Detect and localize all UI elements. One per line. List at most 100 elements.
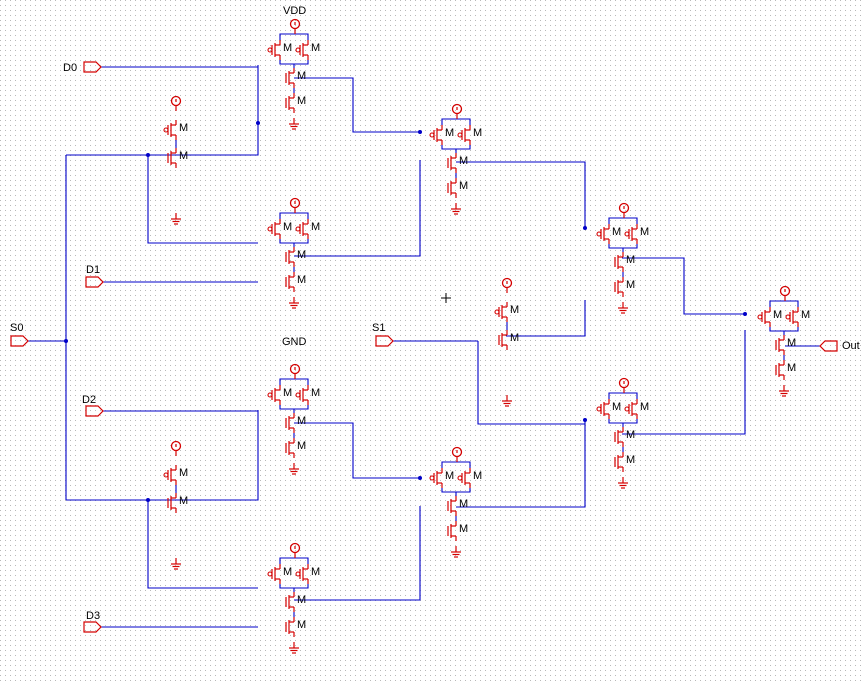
junction-dot: [256, 121, 260, 125]
port-d3-label: D3: [86, 610, 100, 622]
pmos-transistor[interactable]: M: [267, 219, 292, 239]
device-label: M: [179, 122, 188, 134]
ground-icon: [289, 463, 299, 475]
pmos-transistor[interactable]: M: [596, 399, 621, 419]
port-d2-label: D2: [82, 394, 96, 406]
port-layer: D0 D1 D2 D3 S0 S1 Out: [10, 61, 860, 633]
nmos-transistor[interactable]: M: [447, 178, 468, 198]
device-label: M: [510, 304, 519, 316]
device-label: M: [612, 226, 621, 238]
pmos-transistor[interactable]: M: [295, 564, 320, 584]
device-label: M: [297, 440, 306, 452]
vdd-supply-icon: [289, 363, 301, 379]
nmos-transistor[interactable]: M: [614, 452, 635, 472]
nmos-transistor[interactable]: M: [614, 252, 635, 272]
vdd-label: VDD: [283, 5, 306, 17]
nmos-transistor[interactable]: M: [447, 153, 468, 173]
inverter-cell[interactable]: MM: [163, 95, 188, 225]
wire: [769, 300, 799, 307]
junction-dot: [743, 312, 747, 316]
pmos-transistor[interactable]: M: [457, 125, 482, 145]
nmos-transistor[interactable]: M: [167, 493, 188, 513]
device-label: M: [787, 337, 796, 349]
inverter-cell[interactable]: MM: [494, 277, 519, 407]
port-d1[interactable]: D1: [85, 264, 104, 288]
pmos-transistor[interactable]: M: [267, 564, 292, 584]
ground-icon: [171, 558, 181, 570]
gnd-label: GND: [282, 336, 307, 348]
pmos-transistor[interactable]: M: [295, 40, 320, 60]
nmos-transistor[interactable]: M: [285, 93, 306, 113]
nmos-transistor[interactable]: M: [614, 277, 635, 297]
nmos-transistor[interactable]: M: [285, 592, 306, 612]
nmos-transistor[interactable]: M: [614, 427, 635, 447]
pmos-transistor[interactable]: M: [295, 385, 320, 405]
nmos-transistor[interactable]: M: [775, 360, 796, 380]
pmos-transistor[interactable]: M: [785, 307, 810, 327]
nmos-transistor[interactable]: M: [447, 521, 468, 541]
nmos-transistor[interactable]: M: [167, 148, 188, 168]
nmos-transistor[interactable]: M: [775, 335, 796, 355]
pmos-transistor[interactable]: M: [596, 224, 621, 244]
device-label: M: [626, 429, 635, 441]
pmos-transistor[interactable]: M: [163, 120, 188, 140]
port-s1[interactable]: S1: [372, 322, 394, 347]
nmos-transistor[interactable]: M: [285, 247, 306, 267]
wire: [622, 330, 746, 435]
pmos-transistor[interactable]: M: [429, 125, 454, 145]
inverter-cell[interactable]: MM: [163, 440, 188, 570]
junction-dot: [418, 476, 422, 480]
pmos-transistor[interactable]: M: [163, 465, 188, 485]
pmos-transistor[interactable]: M: [757, 307, 782, 327]
nmos-transistor[interactable]: M: [285, 413, 306, 433]
nmos-transistor[interactable]: M: [285, 68, 306, 88]
vdd-supply-icon: [779, 285, 791, 301]
device-label: M: [297, 619, 306, 631]
pmos-transistor[interactable]: M: [267, 385, 292, 405]
wire: [147, 155, 258, 244]
device-label: M: [297, 415, 306, 427]
port-out[interactable]: Out: [819, 340, 860, 352]
wire: [294, 422, 420, 479]
ground-icon: [502, 395, 512, 407]
ground-icon: [618, 302, 628, 314]
port-d2[interactable]: D2: [82, 394, 104, 417]
ground-icon: [289, 642, 299, 654]
port-s0[interactable]: S0: [10, 322, 29, 347]
device-label: M: [626, 254, 635, 266]
pmos-transistor[interactable]: M: [624, 399, 649, 419]
pmos-transistor[interactable]: M: [624, 224, 649, 244]
nmos-transistor[interactable]: M: [285, 438, 306, 458]
nmos-transistor[interactable]: M: [285, 272, 306, 292]
port-s1-label: S1: [372, 322, 385, 334]
vdd-supply-icon: [170, 95, 182, 111]
pmos-transistor[interactable]: M: [494, 302, 519, 322]
device-label: M: [787, 362, 796, 374]
wire: [294, 506, 421, 601]
pmos-transistor[interactable]: M: [267, 40, 292, 60]
port-d0[interactable]: D0: [63, 61, 102, 74]
vdd-supply-icon: [289, 542, 301, 558]
pmos-transistor[interactable]: M: [429, 468, 454, 488]
port-d3[interactable]: D3: [83, 610, 102, 633]
nmos-transistor[interactable]: M: [498, 330, 519, 350]
nmos-transistor[interactable]: M: [447, 496, 468, 516]
pmos-transistor[interactable]: M: [457, 468, 482, 488]
device-label: M: [626, 454, 635, 466]
nmos-transistor[interactable]: M: [285, 617, 306, 637]
device-label: M: [283, 566, 292, 578]
wire: [477, 341, 585, 425]
pmos-transistor[interactable]: M: [295, 219, 320, 239]
vdd-supply-icon: [170, 440, 182, 456]
device-label: M: [801, 309, 810, 321]
